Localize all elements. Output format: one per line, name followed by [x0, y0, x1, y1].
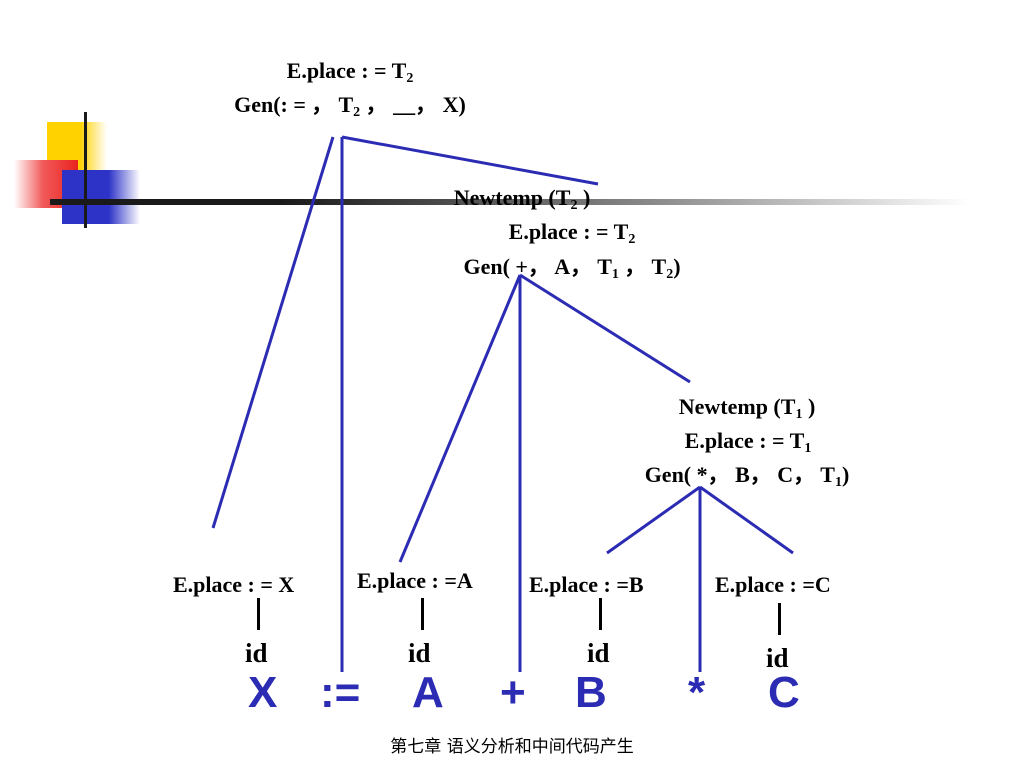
leaf-a-bar	[421, 598, 424, 630]
token-times: *	[688, 668, 706, 717]
times-node-place: E.place : = T1	[684, 428, 812, 456]
times-node-newtemp: Newtemp (T1 )	[678, 394, 816, 422]
plus-node-newtemp: Newtemp (T2 )	[453, 185, 591, 213]
decor-horizontal-rule	[50, 199, 970, 205]
id-label-c: id	[766, 643, 789, 673]
leaf-x-place: E.place : = X	[173, 572, 295, 597]
edge-root-to-plus-node	[341, 135, 599, 186]
leaf-c-place: E.place : =C	[715, 572, 831, 597]
slide-footer: 第七章 语义分析和中间代码产生	[390, 737, 634, 757]
leaf-x-bar	[257, 598, 260, 630]
root-node: E.place : = T2	[250, 54, 450, 88]
leaf-b-place: E.place : =B	[529, 572, 644, 597]
edge-plus-to-times-node	[519, 273, 691, 384]
decor-vertical-line	[84, 112, 87, 228]
token-assign: :=	[320, 668, 361, 717]
token-x: X	[248, 668, 278, 717]
id-label-a: id	[408, 638, 431, 668]
token-plus: +	[500, 668, 526, 717]
edge-root-to-leaf-x	[211, 136, 335, 529]
token-b: B	[575, 668, 607, 717]
token-c: C	[768, 668, 800, 717]
plus-node-place: E.place : = T2	[508, 219, 636, 247]
edge-times-to-leaf-c	[699, 485, 794, 555]
plus-node-gen: Gen( +， A， T1 ， T2)	[463, 254, 681, 282]
edge-plus-to-leaf-a	[398, 274, 522, 563]
id-label-b: id	[587, 638, 610, 668]
root-gen-line: Gen(: = ， T2 ， __， X)	[234, 92, 466, 120]
leaf-c-bar	[778, 603, 781, 635]
id-label-x: id	[245, 638, 268, 668]
decor-blue-square	[62, 170, 140, 224]
times-node-gen: Gen( *， B， C， T1)	[644, 462, 850, 490]
leaf-b-bar	[599, 598, 602, 630]
token-a: A	[412, 668, 444, 717]
root-place-line: E.place : = T2	[286, 58, 414, 86]
edge-times-to-leaf-b	[606, 485, 701, 555]
leaf-a-place: E.place : =A	[357, 568, 473, 593]
